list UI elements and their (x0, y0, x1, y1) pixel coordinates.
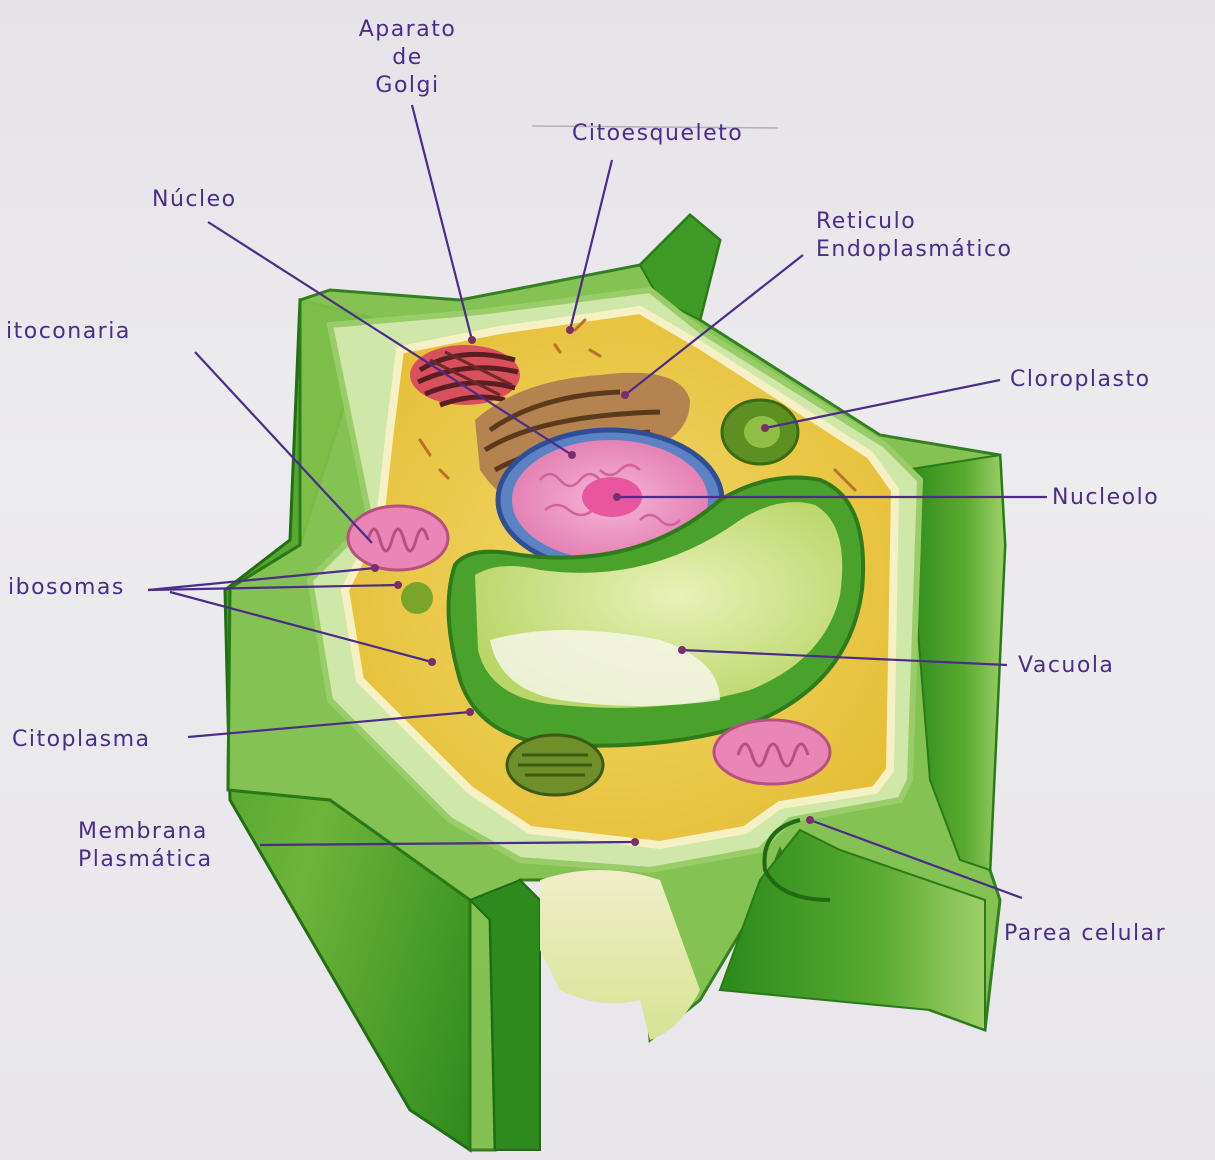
label-vacuola: Vacuola (1018, 652, 1114, 680)
label-cloroplasto: Cloroplasto (1010, 366, 1151, 394)
label-reticulo: Reticulo Endoplasmático (816, 208, 1013, 264)
label-citoplasma: Citoplasma (12, 726, 151, 754)
label-membrana: Membrana Plasmática (78, 818, 213, 874)
golgi-apparatus (410, 345, 520, 405)
mitochondrion-right (714, 720, 830, 784)
label-nucleo: Núcleo (152, 186, 237, 214)
label-citoesqueleto: Citoesqueleto (572, 120, 743, 148)
label-ribosomas: ibosomas (8, 574, 125, 602)
mitochondrion-left (348, 506, 448, 570)
label-golgi: Aparato de Golgi (350, 16, 465, 100)
chloroplast-bottom (507, 735, 603, 795)
label-mitocondria: itoconaria (6, 318, 131, 346)
chloroplast-top (722, 400, 798, 464)
label-nucleolo: Nucleolo (1052, 484, 1159, 512)
ribosome-green-body (401, 582, 433, 614)
label-pared-celular: Parea celular (1004, 920, 1166, 948)
